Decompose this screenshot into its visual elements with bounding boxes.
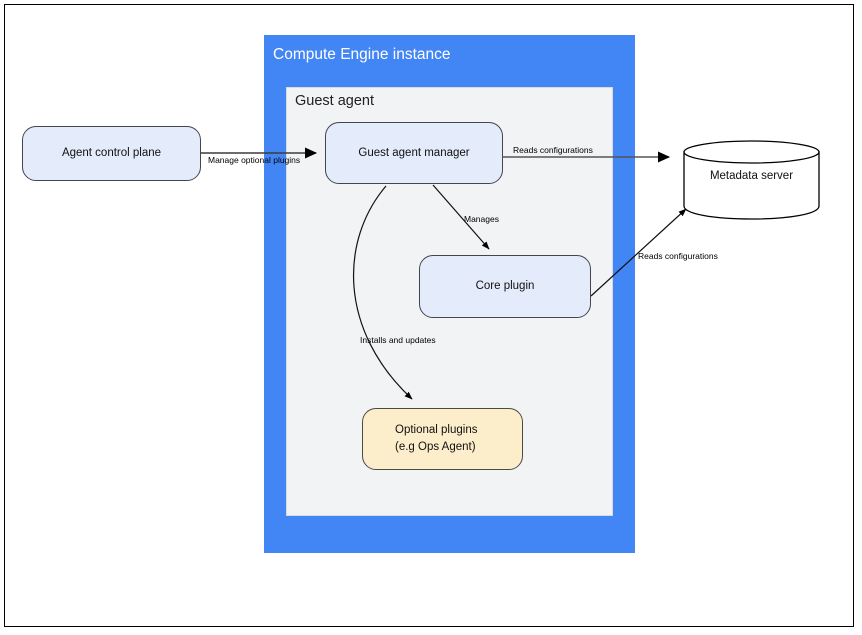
edge-label-manage-optional-plugins: Manage optional plugins	[208, 155, 301, 165]
node-optional-plugins[interactable]: Optional plugins (e.g Ops Agent)	[362, 408, 523, 470]
node-optional-plugins-label-line1: Optional plugins	[395, 424, 478, 437]
node-agent-control-plane-label: Agent control plane	[61, 147, 162, 160]
node-metadata-server-label: Metadata server	[709, 170, 794, 182]
edge-label-installs-and-updates: Installs and updates	[360, 335, 436, 345]
node-core-plugin-label: Core plugin	[475, 280, 535, 293]
edge-label-reads-configurations-manager: Reads configurations	[513, 145, 593, 155]
edge-label-reads-configurations-core: Reads configurations	[638, 251, 718, 261]
node-core-plugin[interactable]: Core plugin	[419, 255, 591, 318]
node-optional-plugins-label-line2: (e.g Ops Agent)	[395, 441, 476, 453]
compute-engine-instance-title: Compute Engine instance	[273, 46, 451, 63]
guest-agent-title: Guest agent	[295, 93, 374, 109]
node-guest-agent-manager-label: Guest agent manager	[358, 146, 470, 159]
edge-label-manages: Manages	[464, 214, 499, 224]
node-agent-control-plane[interactable]: Agent control plane	[22, 126, 201, 181]
node-guest-agent-manager[interactable]: Guest agent manager	[325, 122, 503, 184]
